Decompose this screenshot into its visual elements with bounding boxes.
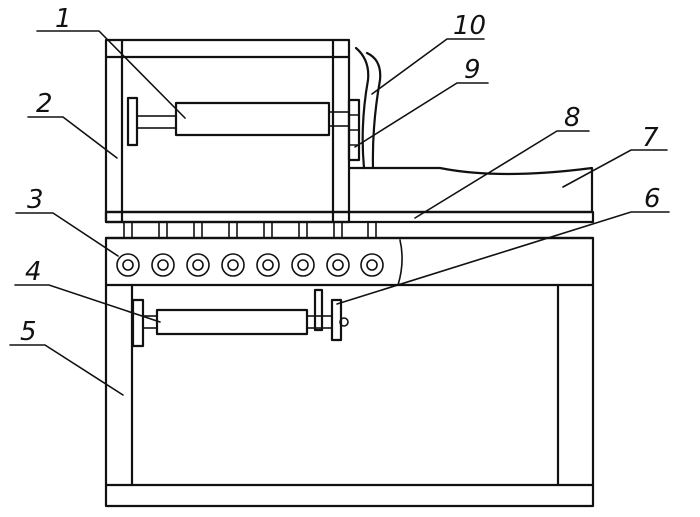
leader-5 xyxy=(9,344,124,396)
frame-outline xyxy=(104,236,595,508)
spacer xyxy=(298,221,308,239)
roller xyxy=(186,253,210,277)
spacer xyxy=(123,221,133,239)
leader-6 xyxy=(336,211,670,305)
lower-frame xyxy=(104,236,595,508)
spacer xyxy=(193,221,203,239)
lower-roller xyxy=(155,308,309,336)
lower-right-shaft xyxy=(306,315,333,329)
spacer xyxy=(228,221,238,239)
lower-left-bearing xyxy=(131,298,145,348)
spacer xyxy=(367,221,377,239)
spacer xyxy=(158,221,168,239)
leader-lines xyxy=(9,30,670,396)
leader-4 xyxy=(14,284,161,323)
callout-4: 4 xyxy=(25,257,42,287)
callout-10: 10 xyxy=(453,11,486,41)
left-bearing-block xyxy=(126,96,139,147)
leader-7 xyxy=(562,149,668,188)
upper-roller xyxy=(174,101,331,137)
roller-hub xyxy=(366,259,378,271)
roller-hub xyxy=(262,259,274,271)
leader-9 xyxy=(354,82,489,148)
spacer xyxy=(333,221,343,239)
curved-guide-inner xyxy=(354,46,370,170)
guide-assembly xyxy=(347,46,382,170)
feed-table xyxy=(347,166,594,214)
leader-1 xyxy=(36,30,186,119)
callout-6: 6 xyxy=(644,184,661,214)
frame-break-line xyxy=(397,239,403,286)
callout-5: 5 xyxy=(20,317,37,347)
roller-hub xyxy=(192,259,204,271)
callout-labels: 1 2 3 4 5 6 7 8 9 10 xyxy=(20,4,661,347)
callout-3: 3 xyxy=(27,185,44,215)
leader-10 xyxy=(371,38,485,95)
roller xyxy=(116,253,140,277)
roller-hub xyxy=(122,259,134,271)
table-outline xyxy=(347,166,594,214)
lower-bracket-arm xyxy=(313,288,324,332)
curved-guide-outer xyxy=(365,51,382,170)
lower-shaft-assembly xyxy=(131,288,349,348)
leader-8 xyxy=(414,130,590,219)
callout-7: 7 xyxy=(642,123,659,153)
roller-hub xyxy=(332,259,344,271)
upper-shaft-assembly xyxy=(126,96,350,147)
roller xyxy=(151,253,175,277)
leader-2 xyxy=(27,116,118,159)
callout-1: 1 xyxy=(55,4,72,34)
roller-hub xyxy=(297,259,309,271)
spacer xyxy=(263,221,273,239)
roller-hub xyxy=(227,259,239,271)
roller xyxy=(326,253,350,277)
bed-belt xyxy=(104,210,595,240)
callout-9: 9 xyxy=(464,55,481,85)
roller xyxy=(291,253,315,277)
roller-hub xyxy=(157,259,169,271)
roller-row xyxy=(116,253,384,277)
spacer-row xyxy=(123,221,377,239)
roller xyxy=(360,253,384,277)
callout-2: 2 xyxy=(36,89,53,119)
roller xyxy=(256,253,280,277)
left-shaft xyxy=(136,115,178,129)
belt-plate xyxy=(104,210,595,224)
fastener xyxy=(339,317,349,327)
callout-8: 8 xyxy=(564,103,581,133)
leader-3 xyxy=(15,212,119,257)
roller xyxy=(221,253,245,277)
